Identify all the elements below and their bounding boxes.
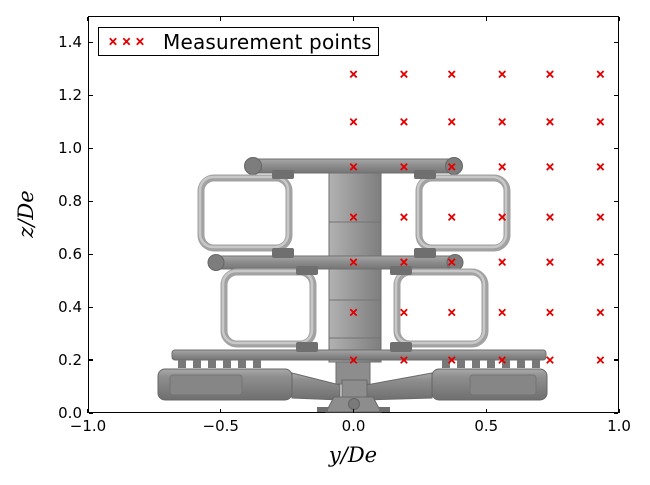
x-tick-label: 1.0: [607, 417, 631, 435]
y-tick-label: 0.4: [58, 298, 82, 317]
x-axis-label: y/De: [328, 443, 378, 467]
x-tick-mark-top: [618, 17, 620, 21]
y-tick-mark-right: [614, 94, 618, 96]
x-tick-mark: [220, 408, 222, 413]
y-tick-mark: [89, 359, 93, 361]
y-tick-label: 1.0: [58, 139, 82, 158]
x-tick-mark: [87, 408, 89, 413]
y-tick-mark: [89, 94, 93, 96]
y-tick-mark: [89, 41, 93, 44]
x-tick-mark: [618, 408, 620, 413]
y-tick-label: 0.6: [58, 245, 82, 264]
y-tick-label: 0.8: [58, 192, 82, 211]
y-tick-mark-right: [614, 306, 618, 308]
legend-label: Measurement points: [163, 29, 372, 54]
y-tick-mark-right: [614, 41, 618, 44]
x-tick-label: 0.5: [474, 417, 499, 435]
x-tick-label: −1.0: [69, 417, 107, 435]
y-tick-mark: [89, 253, 93, 255]
x-tick-mark: [352, 408, 355, 413]
y-tick-mark-right: [614, 253, 618, 255]
y-tick-mark-right: [614, 147, 618, 149]
y-tick-label: 0.2: [58, 351, 82, 370]
y-tick-label: 0.0: [58, 404, 82, 422]
y-tick-mark: [89, 412, 93, 414]
x-tick-mark-top: [220, 17, 222, 21]
y-tick-mark: [89, 306, 93, 308]
x-tick-mark: [485, 408, 487, 413]
x-tick-mark-top: [485, 17, 487, 21]
y-tick-mark-right: [614, 412, 618, 414]
legend-marker-icon: [109, 37, 144, 46]
x-tick-mark-top: [352, 17, 355, 21]
plot-area: [88, 16, 619, 413]
y-tick-label: 1.2: [58, 86, 82, 105]
y-tick-label: 1.4: [58, 33, 82, 52]
y-tick-mark-right: [614, 200, 618, 202]
y-tick-mark: [89, 147, 93, 149]
x-tick-label: −0.5: [202, 417, 239, 435]
y-tick-mark-right: [614, 359, 618, 361]
x-tick-label: 0.0: [341, 417, 366, 435]
legend-box: Measurement points: [98, 27, 379, 56]
x-tick-mark-top: [87, 17, 89, 21]
y-tick-mark: [89, 200, 93, 202]
